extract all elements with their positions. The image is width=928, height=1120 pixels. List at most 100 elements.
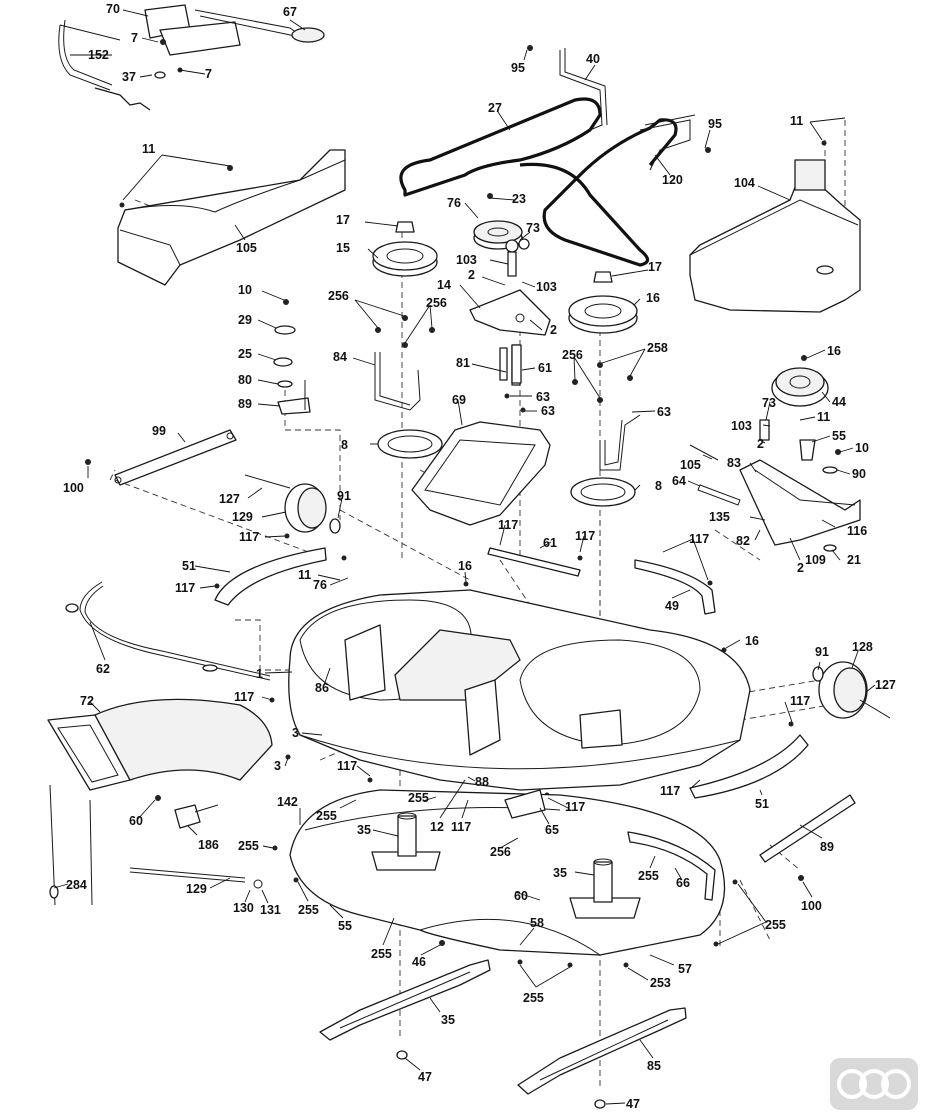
label-17: 17 <box>648 260 662 274</box>
label-84: 84 <box>333 350 347 364</box>
label-103: 103 <box>731 419 752 433</box>
label-61: 61 <box>543 536 557 550</box>
label-256: 256 <box>426 296 447 310</box>
label-256: 256 <box>328 289 349 303</box>
label-51: 51 <box>182 559 196 573</box>
label-57: 57 <box>678 962 692 976</box>
label-117: 117 <box>689 532 709 546</box>
brand-logo <box>830 1058 918 1110</box>
mower-deck-housing <box>288 589 751 791</box>
shield-105 <box>117 149 346 286</box>
label-83: 83 <box>727 456 741 470</box>
label-49: 49 <box>665 599 679 613</box>
label-117: 117 <box>660 784 680 798</box>
label-2: 2 <box>797 561 804 575</box>
label-16: 16 <box>646 291 660 305</box>
blade-housing-55 <box>289 789 726 956</box>
label-86: 86 <box>315 681 329 695</box>
baffle-51-left <box>214 547 327 606</box>
discharge-chute-72 <box>47 698 273 906</box>
label-255: 255 <box>298 903 319 917</box>
label-15: 15 <box>336 241 350 255</box>
label-63: 63 <box>541 404 555 418</box>
label-2: 2 <box>468 268 475 282</box>
arm-99 <box>114 429 237 486</box>
label-37: 37 <box>122 70 136 84</box>
blade-bolt-47 <box>396 1050 606 1109</box>
label-135: 135 <box>709 510 730 524</box>
label-76: 76 <box>447 196 461 210</box>
label-186: 186 <box>198 838 219 852</box>
label-256: 256 <box>490 845 511 859</box>
bearing-ring-8 <box>377 429 636 507</box>
label-117: 117 <box>234 690 254 704</box>
label-65: 65 <box>545 823 559 837</box>
label-16: 16 <box>827 344 841 358</box>
spindle-35-left <box>371 812 441 871</box>
label-89: 89 <box>238 397 252 411</box>
label-69: 69 <box>452 393 466 407</box>
label-82: 82 <box>736 534 750 548</box>
idler-pulley-76 <box>473 193 530 277</box>
label-105: 105 <box>236 241 257 255</box>
label-63: 63 <box>536 390 550 404</box>
label-105: 105 <box>680 458 701 472</box>
blade-35 <box>319 959 491 1041</box>
label-55: 55 <box>338 919 352 933</box>
pulley-15 <box>372 221 438 277</box>
label-11: 11 <box>817 410 830 424</box>
arm-89 <box>759 794 856 863</box>
label-3: 3 <box>274 759 281 773</box>
baffle-66 <box>627 831 716 901</box>
label-103: 103 <box>536 280 557 294</box>
label-44: 44 <box>832 395 846 409</box>
label-51: 51 <box>755 797 769 811</box>
label-63: 63 <box>657 405 671 419</box>
label-67: 67 <box>283 5 297 19</box>
label-14: 14 <box>437 278 451 292</box>
label-117: 117 <box>790 694 810 708</box>
label-64: 64 <box>672 474 686 488</box>
callout-labels: 70 7 67 152 37 7 95 40 27 95 120 11 11 1… <box>63 2 896 1111</box>
label-10: 10 <box>238 283 252 297</box>
label-129: 129 <box>186 882 207 896</box>
label-116: 116 <box>847 524 867 538</box>
label-10: 10 <box>855 441 869 455</box>
label-11: 11 <box>142 142 155 156</box>
label-142: 142 <box>277 795 298 809</box>
drive-belt-27 <box>399 97 678 267</box>
label-7: 7 <box>205 67 212 81</box>
label-17: 17 <box>336 213 350 227</box>
label-47: 47 <box>418 1070 432 1084</box>
pulley-16 <box>568 271 638 334</box>
label-130: 130 <box>233 901 254 915</box>
label-85: 85 <box>647 1059 661 1073</box>
label-100: 100 <box>801 899 822 913</box>
label-129: 129 <box>232 510 253 524</box>
label-16: 16 <box>458 559 472 573</box>
spindle-35-right <box>569 858 641 919</box>
label-127: 127 <box>219 492 240 506</box>
label-1: 1 <box>256 667 263 681</box>
label-91: 91 <box>815 645 829 659</box>
idler-assembly-right <box>689 355 861 552</box>
label-81: 81 <box>456 356 470 370</box>
label-60: 60 <box>129 814 143 828</box>
label-11: 11 <box>790 114 803 128</box>
label-3: 3 <box>292 726 299 740</box>
label-117: 117 <box>575 529 595 543</box>
label-117: 117 <box>175 581 195 595</box>
label-73: 73 <box>762 396 776 410</box>
label-72: 72 <box>80 694 94 708</box>
label-152: 152 <box>88 48 109 62</box>
small-parts-left <box>273 325 311 415</box>
label-89: 89 <box>820 840 834 854</box>
label-255: 255 <box>523 991 544 1005</box>
cable-62 <box>65 581 271 681</box>
label-55: 55 <box>832 429 846 443</box>
label-255: 255 <box>316 809 337 823</box>
label-8: 8 <box>341 438 348 452</box>
label-103: 103 <box>456 253 477 267</box>
label-255: 255 <box>765 918 786 932</box>
